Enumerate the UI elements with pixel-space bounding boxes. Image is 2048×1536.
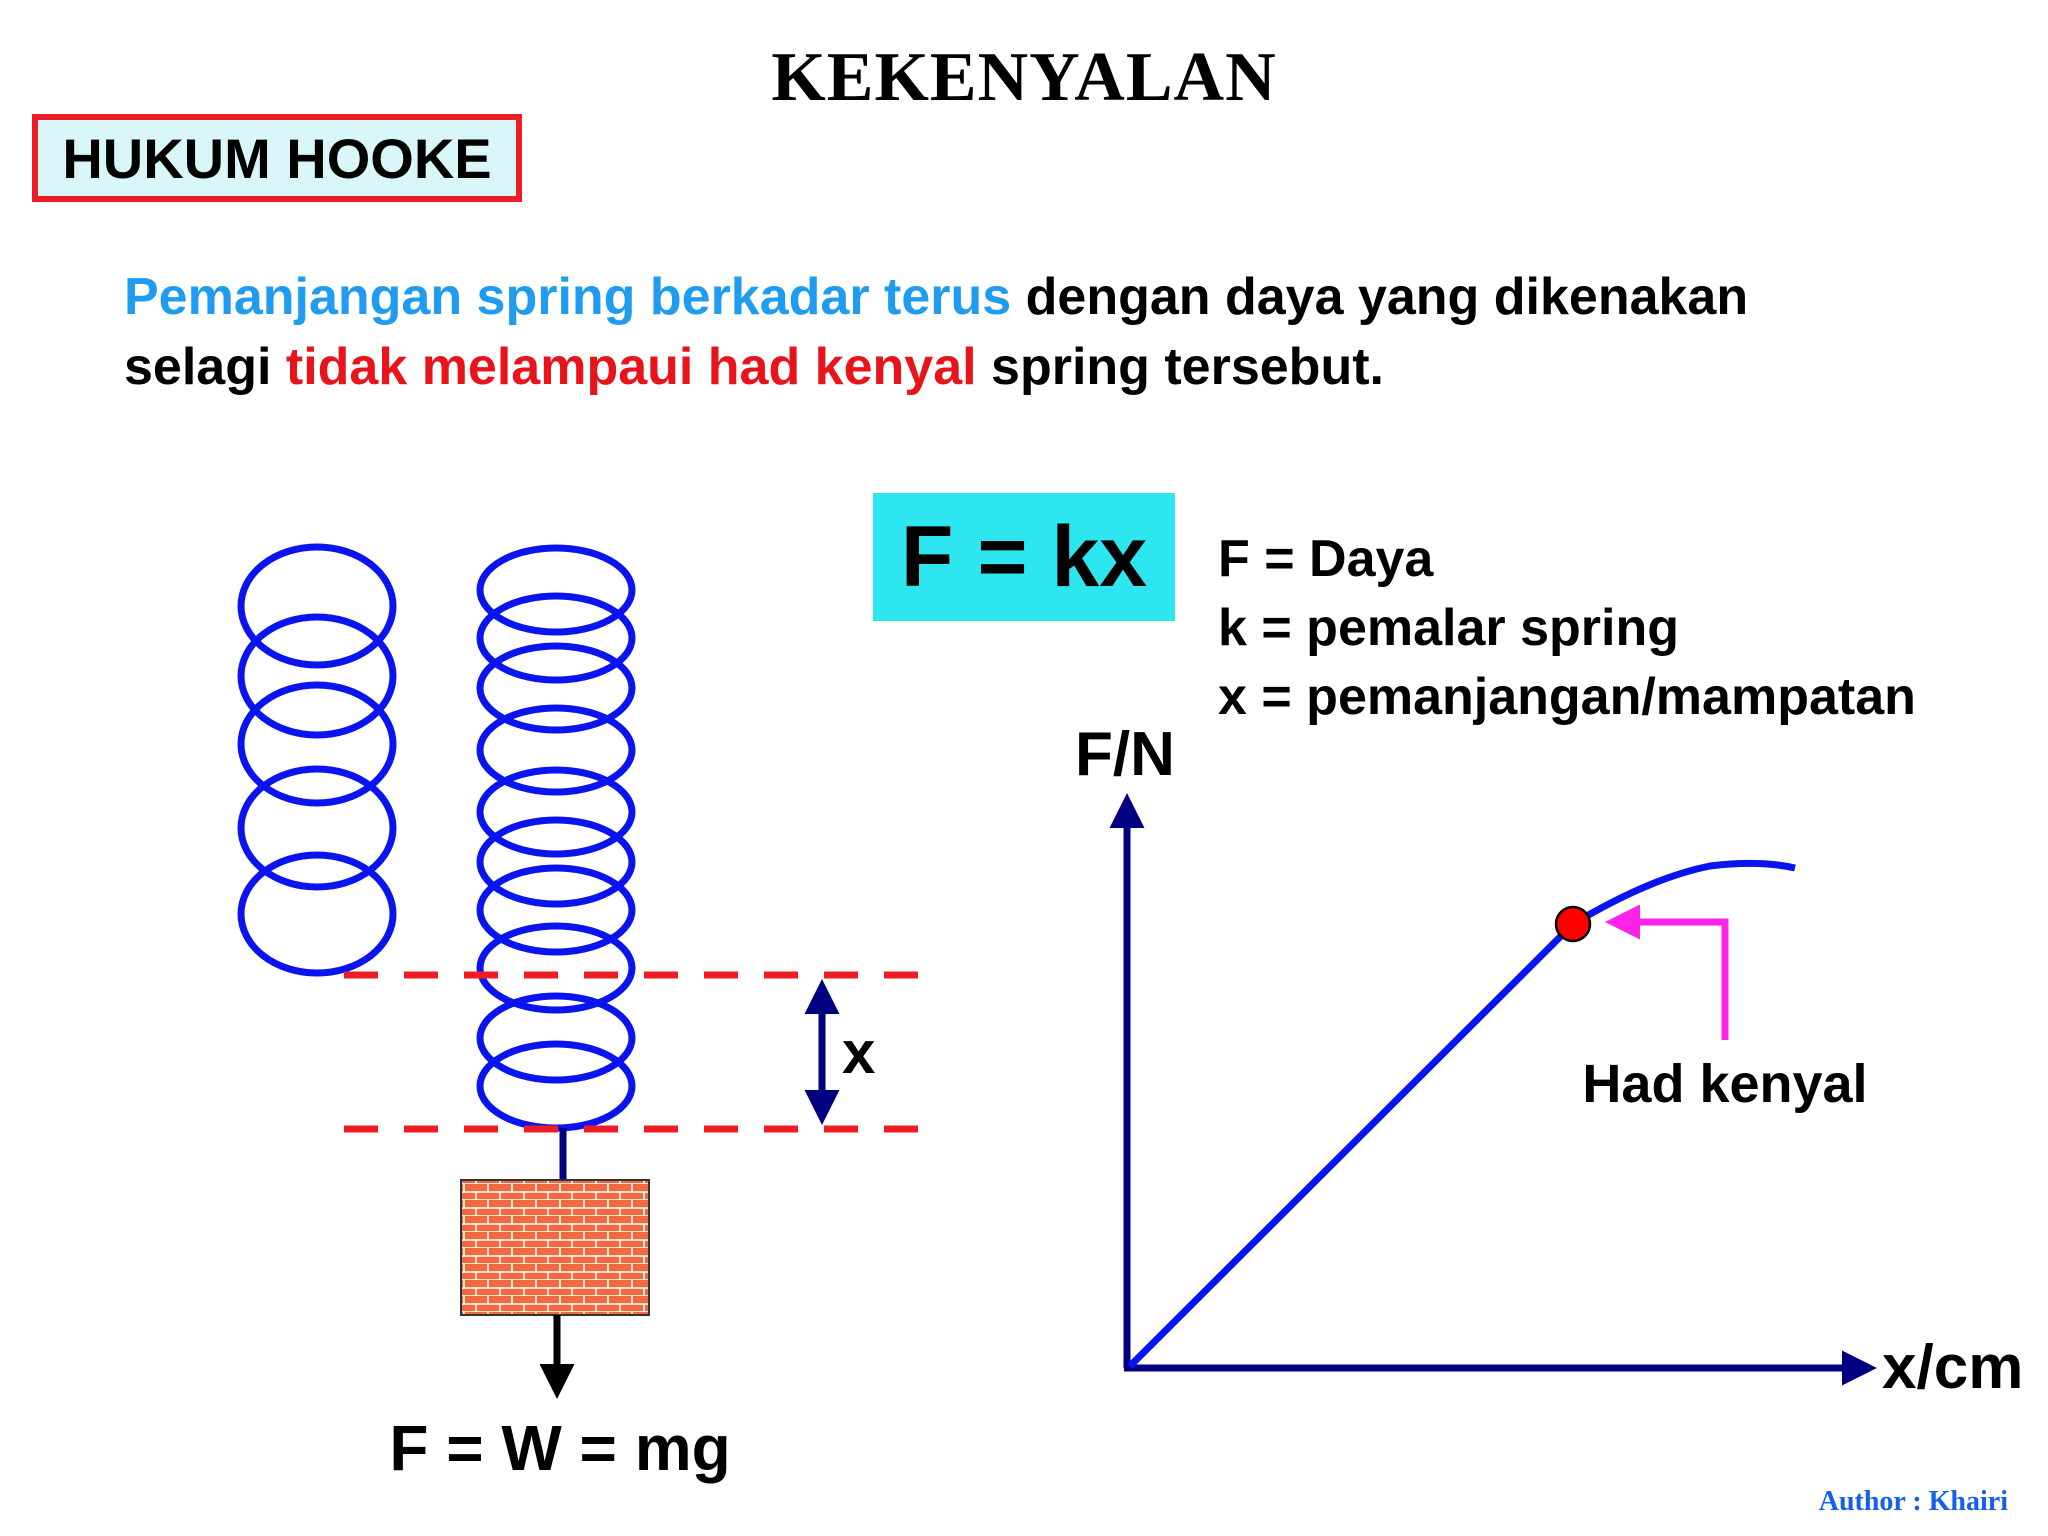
author-credit: Author : Khairi [1818, 1486, 2008, 1517]
force-extension-graph: F/N x/cm Had kenyal [1075, 720, 2023, 1402]
hooke-law-statement: Pemanjangan spring berkadar terus dengan… [124, 262, 2004, 402]
legend-force: F = Daya [1218, 530, 1434, 588]
legend-spring-constant: k = pemalar spring [1218, 599, 1679, 657]
formula-legend: F = Daya k = pemalar spring x = pemanjan… [1218, 525, 1916, 732]
section-label-box: HUKUM HOOKE [32, 114, 522, 202]
page-title: KEKENYALAN [771, 39, 1277, 116]
elastic-limit-label: Had kenyal [1582, 1054, 1867, 1114]
graph-curve [1127, 859, 1796, 1369]
relaxed-spring [237, 543, 397, 977]
statement-text-2: selagi [124, 338, 286, 396]
extension-label: x [842, 1019, 875, 1086]
weight-formula: F = W = mg [389, 1412, 730, 1484]
graph-x-axis-label: x/cm [1882, 1333, 2023, 1402]
brick-mass [460, 1179, 650, 1316]
legend-extension: x = pemanjangan/mampatan [1218, 668, 1916, 726]
section-label: HUKUM HOOKE [62, 126, 492, 190]
statement-highlight-blue: Pemanjangan spring berkadar terus [124, 268, 1012, 326]
statement-text-1: dengan daya yang dikenakan [1011, 268, 1749, 326]
formula-text: F = kx [900, 508, 1148, 605]
elastic-limit-point [1554, 905, 1592, 943]
statement-highlight-red: tidak melampaui had kenyal [285, 338, 977, 396]
formula-box: F = kx [873, 493, 1175, 621]
elastic-limit-pointer [1605, 904, 1729, 1040]
stretched-spring [476, 544, 636, 1132]
graph-y-axis-label: F/N [1075, 720, 1175, 789]
statement-text-3: spring tersebut. [976, 338, 1384, 396]
